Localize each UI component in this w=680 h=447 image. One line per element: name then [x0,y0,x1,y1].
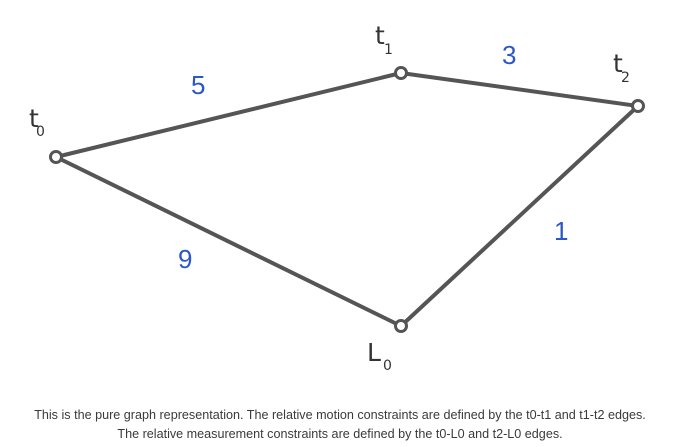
figure-caption: This is the pure graph representation. T… [0,406,680,444]
node-label-t1-base: t [375,21,385,50]
node-label-t0-sub: 0 [36,124,45,140]
edge-t1-t2 [399,71,640,108]
edge-t2-L0 [399,104,640,328]
node-label-t0-base: t [29,104,39,133]
node-label-t2-base: t [613,49,623,78]
node-t1 [394,66,408,80]
node-label-L0-base: L [367,338,381,367]
node-label-t1-sub: 1 [384,42,393,58]
edge-t0-t1 [54,71,403,159]
node-t0 [49,150,63,164]
pose-graph-diagram: t 0 t 1 t 2 L 0 5 3 1 9 [29,21,645,374]
node-t2 [631,99,645,113]
node-label-t2-sub: 2 [621,70,630,86]
node-L0 [394,319,408,333]
edge-weight-t0-t1: 5 [191,70,205,100]
edge-weight-t2-L0: 1 [554,216,568,246]
caption-line-2: The relative measurement constraints are… [117,427,563,441]
edge-t0-L0 [54,155,403,328]
edge-weight-t1-t2: 3 [502,40,516,70]
caption-line-1: This is the pure graph representation. T… [34,408,646,422]
edge-weight-t0-L0: 9 [178,244,192,274]
node-label-L0-sub: 0 [383,358,392,374]
